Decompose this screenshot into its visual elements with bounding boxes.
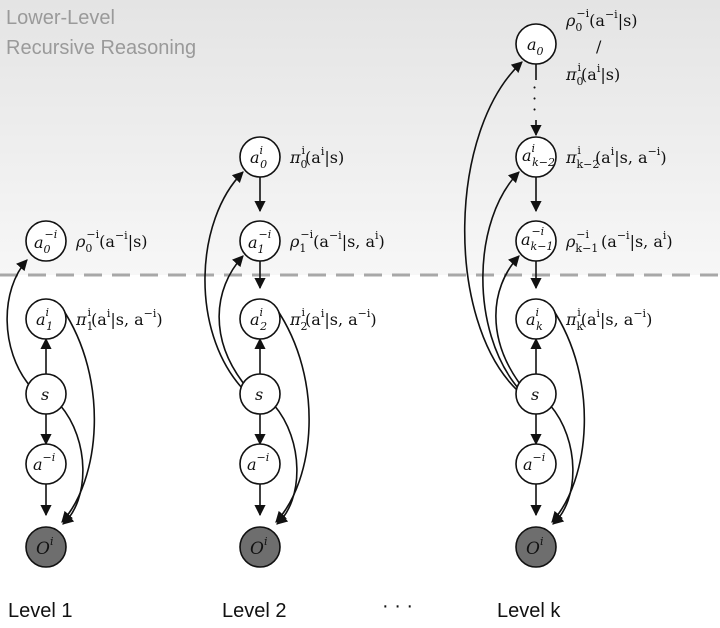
node-lk-observation: Oi xyxy=(515,526,557,568)
formula-lk-pik2: πk−2i(ai|s, a−i) xyxy=(565,144,667,171)
vertical-dots-2: · xyxy=(532,89,537,108)
svg-text:ai0: ai0 xyxy=(250,144,267,171)
node-l1-a-neg-i: a−i xyxy=(25,443,67,485)
level-label-2: Level 2 xyxy=(222,600,287,622)
node-l2-s: s xyxy=(239,373,281,415)
level-label-1: Level 1 xyxy=(8,600,73,622)
vertical-dots-1: · xyxy=(532,78,537,97)
svg-text:a−i: a−i xyxy=(523,451,545,474)
formula-lk-rho0: ρ0−i(a−i|s) xyxy=(565,7,638,34)
band-title-line2: Recursive Reasoning xyxy=(6,37,196,59)
node-l1-s: s xyxy=(25,373,67,415)
node-l2-a-neg-i: a−i xyxy=(239,443,281,485)
formula-l2-pi0: π0i(ai|s) xyxy=(289,144,344,171)
svg-text:aik: aik xyxy=(526,306,543,333)
edge-l2-s-to-a1 xyxy=(218,255,245,385)
node-l2-a1-neg: a1−i xyxy=(239,220,281,262)
svg-text:a−i: a−i xyxy=(33,451,55,474)
formula-l2-pi2: π2i(ai|s, a−i) xyxy=(289,306,377,333)
edge-l1-s-to-obs xyxy=(59,404,84,525)
lower-level-band xyxy=(0,0,720,275)
edge-l2-s-to-obs xyxy=(273,404,298,525)
svg-text:Oi: Oi xyxy=(36,535,53,559)
svg-text:ai2: ai2 xyxy=(250,306,267,333)
formula-l1-rho0: ρ0−i(a−i|s) xyxy=(75,228,148,255)
formula-l1-pi1: π1i(ai|s, a−i) xyxy=(75,306,163,333)
edge-l1-ai1-to-obs xyxy=(61,307,96,523)
edge-lk-s-to-ak1 xyxy=(495,255,521,385)
svg-text:aik−2: aik−2 xyxy=(522,142,555,169)
svg-text:a−i: a−i xyxy=(247,451,269,474)
svg-text:s: s xyxy=(255,385,263,404)
formula-lk-pik: πki(ai|s, a−i) xyxy=(565,306,652,333)
edge-lk-s-to-ak2 xyxy=(482,171,520,389)
svg-text:s: s xyxy=(531,385,539,404)
svg-text:a0: a0 xyxy=(527,35,544,58)
node-l2-observation: Oi xyxy=(239,526,281,568)
node-l1-observation: Oi xyxy=(25,526,67,568)
edge-lk-ak-to-obs xyxy=(551,307,586,523)
edge-l1-s-to-a0 xyxy=(6,259,31,387)
svg-text:s: s xyxy=(41,385,49,404)
svg-text:ak−1−i: ak−1−i xyxy=(521,225,553,253)
formula-l2-rho1: ρ1−i(a−i|s, ai) xyxy=(289,228,385,255)
node-lk-a0: a0 xyxy=(515,23,557,65)
node-lk-s: s xyxy=(515,373,557,415)
edge-l2-s-to-a0 xyxy=(204,171,244,389)
band-title-line1: Lower-Level xyxy=(6,7,115,29)
formula-lk-rhok1: ρk−1−i(a−i|s, ai) xyxy=(565,228,673,255)
svg-text:Oi: Oi xyxy=(526,535,543,559)
edge-lk-s-to-obs xyxy=(549,404,574,525)
svg-text:Oi: Oi xyxy=(250,535,267,559)
svg-text:ai1: ai1 xyxy=(36,306,53,333)
node-lk-a-neg-i: a−i xyxy=(515,443,557,485)
edge-lk-s-to-a0 xyxy=(463,61,523,391)
edge-l2-a2-to-obs xyxy=(275,307,310,523)
svg-text:a1−i: a1−i xyxy=(248,228,271,256)
formula-lk-pi0: π0i(ai|s) xyxy=(565,61,620,88)
level-ellipsis: · · · xyxy=(382,595,413,617)
node-lk-ak1-neg: ak−1−i xyxy=(515,220,557,262)
svg-text:a0−i: a0−i xyxy=(34,228,57,256)
formula-lk-slash: / xyxy=(596,37,602,56)
vertical-dots-3: · xyxy=(532,100,537,119)
level-label-k: Level k xyxy=(497,600,561,622)
node-l1-a0-neg: a0−i xyxy=(25,220,67,262)
